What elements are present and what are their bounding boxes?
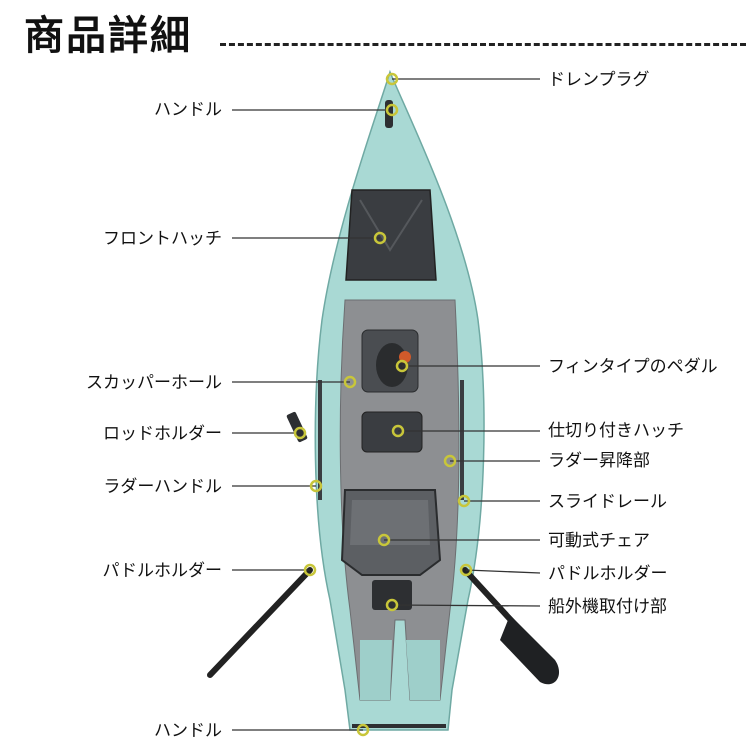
paddle-blade-right (500, 615, 560, 685)
title-divider (220, 43, 746, 46)
paddle-shaft-left (207, 567, 313, 678)
label-paddle-holder-left: パドルホルダー (102, 561, 222, 581)
label-rudder-lift: ラダー昇降部 (548, 451, 650, 471)
label-fin-pedal: フィンタイプのペダル (548, 357, 718, 377)
label-scupper-hole: スカッパーホール (86, 373, 222, 393)
label-movable-chair: 可動式チェア (548, 531, 650, 551)
label-rudder-handle: ラダーハンドル (103, 477, 222, 497)
label-divided-hatch: 仕切り付きハッチ (548, 421, 684, 441)
label-rod-holder: ロッドホルダー (103, 424, 222, 444)
label-drain-plug: ドレンプラグ (548, 70, 650, 90)
bow-handle (385, 100, 393, 128)
divided-hatch-cover (361, 411, 423, 453)
front-hatch (345, 189, 437, 281)
label-motor-mount: 船外機取付け部 (548, 597, 667, 617)
label-handle-rear: ハンドル (154, 721, 222, 741)
label-front-hatch: フロントハッチ (103, 229, 222, 249)
label-paddle-holder-right: パドルホルダー (548, 564, 668, 584)
label-slide-rail: スライドレール (548, 492, 667, 512)
page-title: 商品詳細 (24, 13, 192, 59)
label-handle-front: ハンドル (154, 100, 222, 120)
motor-mount-plate (372, 580, 412, 610)
